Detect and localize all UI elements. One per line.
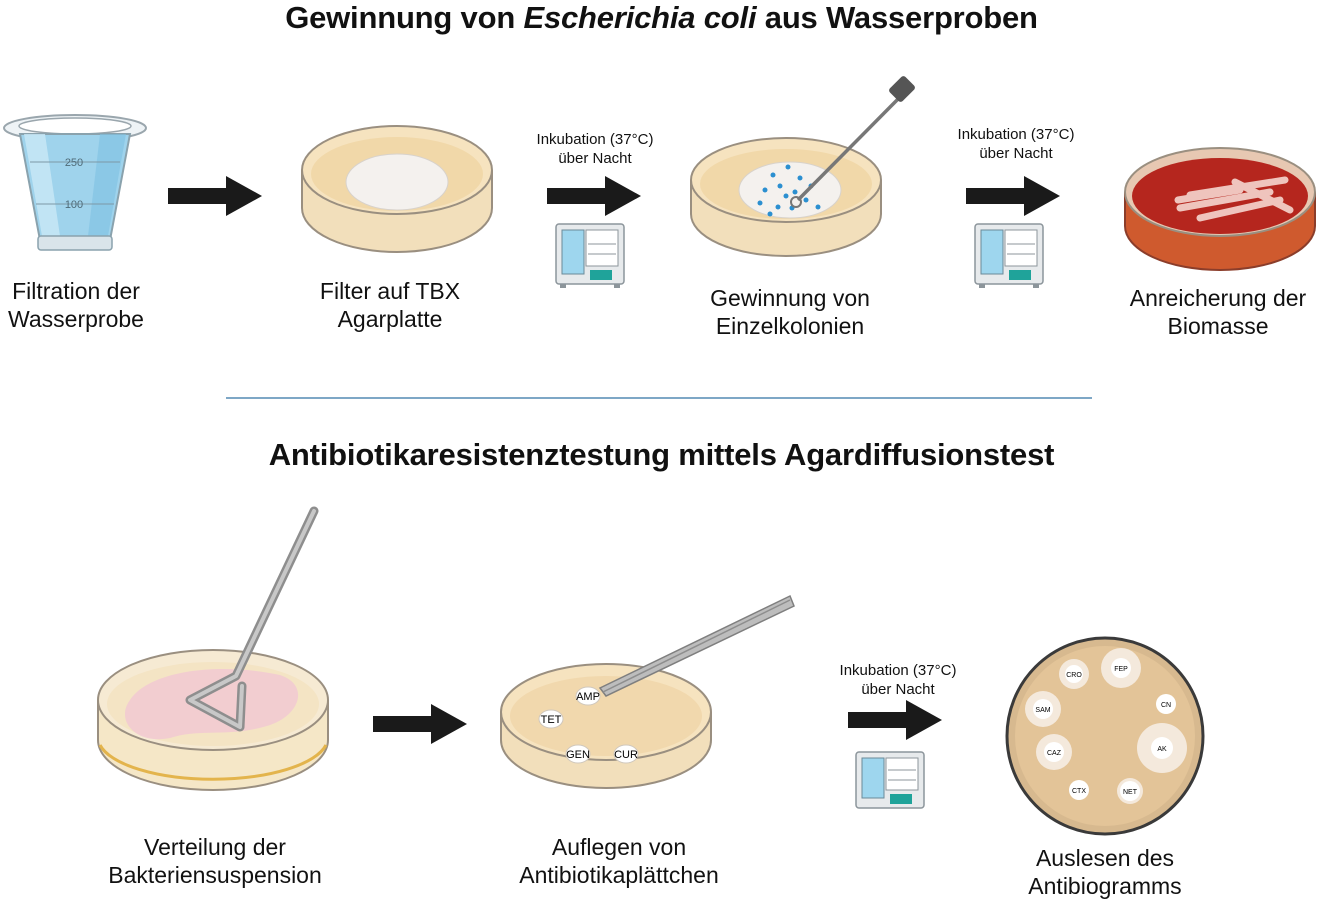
disk-ctx: CTX xyxy=(1069,780,1089,800)
svg-text:FEP: FEP xyxy=(1114,666,1128,673)
step-label-biomass: Anreicherung der Biomasse xyxy=(1129,285,1307,339)
svg-text:GEN: GEN xyxy=(566,749,590,761)
incubation-label-3: Inkubation (37°C) über Nacht xyxy=(839,662,957,698)
step-label-disks: Auflegen von Antibiotikaplättchen xyxy=(519,834,719,888)
step-label-antibiogram: Auslesen des Antibiogramms xyxy=(1028,845,1182,899)
disk-sam: SAM xyxy=(1025,691,1061,727)
disk-caz: CAZ xyxy=(1036,734,1072,770)
beaker-icon: 250 100 xyxy=(3,114,147,251)
step-label-spreading: Verteilung der Bakteriensuspension xyxy=(108,834,322,888)
svg-text:AK: AK xyxy=(1157,746,1167,753)
arrow-4 xyxy=(373,704,467,744)
petri-dish-biomass xyxy=(1124,147,1316,271)
arrow-3 xyxy=(966,176,1060,216)
section1-title-pre: Gewinnung von xyxy=(285,0,524,35)
incubator-icon xyxy=(855,751,925,809)
svg-text:SAM: SAM xyxy=(1035,707,1050,714)
incubator-icon xyxy=(974,223,1044,288)
section1-title-post: aus Wasserproben xyxy=(756,0,1038,35)
disk-net: NET xyxy=(1117,778,1143,804)
disk-cur: CUR xyxy=(613,744,639,764)
disk-ak: AK xyxy=(1137,723,1187,773)
petri-dish-spreading xyxy=(97,506,329,791)
svg-text:CUR: CUR xyxy=(614,749,638,761)
disk-amp: AMP xyxy=(575,686,601,706)
svg-text:CTX: CTX xyxy=(1072,788,1086,795)
section1-title-italic: Escherichia coli xyxy=(523,0,757,35)
incubation-label-2: Inkubation (37°C) über Nacht xyxy=(957,126,1075,162)
disk-fep: FEP xyxy=(1101,648,1141,688)
svg-text:TET: TET xyxy=(541,714,562,726)
disk-tet: TET xyxy=(538,709,564,729)
incubation-label-1: Inkubation (37°C) über Nacht xyxy=(536,131,654,167)
disk-cro: CRO xyxy=(1059,659,1089,689)
svg-text:CAZ: CAZ xyxy=(1047,750,1062,757)
disk-cn: CN xyxy=(1156,694,1176,714)
petri-dish-filter xyxy=(301,125,493,253)
svg-text:CRO: CRO xyxy=(1066,672,1082,679)
arrow-1 xyxy=(168,176,262,216)
svg-text:NET: NET xyxy=(1123,789,1138,796)
petri-dish-disks: AMP TET GEN CUR xyxy=(500,594,795,789)
incubator-icon xyxy=(555,223,625,288)
section-divider xyxy=(226,397,1092,399)
step-label-colonies: Gewinnung von Einzelkolonien xyxy=(710,285,870,339)
petri-dish-colonies xyxy=(690,76,915,257)
step-label-filtration: Filtration der Wasserprobe xyxy=(8,278,144,332)
section1-title: Gewinnung von Escherichia coli aus Wasse… xyxy=(0,0,1323,36)
svg-text:AMP: AMP xyxy=(576,691,600,703)
arrow-2 xyxy=(547,176,641,216)
beaker-mark-100: 100 xyxy=(65,199,83,211)
section2-title: Antibiotikaresistenztestung mittels Agar… xyxy=(268,437,1055,472)
svg-text:CN: CN xyxy=(1161,702,1171,709)
antibiogram-plate: CRO FEP CN SAM AK CAZ CTX NET xyxy=(1005,636,1205,836)
disk-gen: GEN xyxy=(565,744,591,764)
beaker-mark-250: 250 xyxy=(65,157,83,169)
arrow-5 xyxy=(848,700,942,740)
step-label-tbx: Filter auf TBX Agarplatte xyxy=(319,278,461,332)
